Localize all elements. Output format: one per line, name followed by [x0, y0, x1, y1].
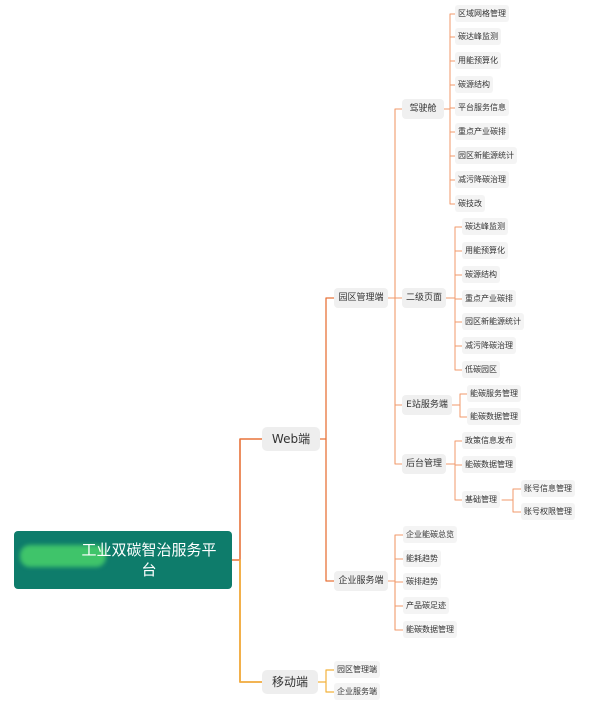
enterprise-item[interactable]: 能耗趋势	[403, 550, 441, 567]
station-item[interactable]: 能碳数据管理	[467, 408, 521, 425]
cockpit-item[interactable]: 区域网格管理	[455, 5, 509, 22]
subpage-item[interactable]: 碳达峰监测	[462, 218, 508, 235]
cockpit-item[interactable]: 园区新能源统计	[455, 147, 517, 164]
backend-item[interactable]: 政策信息发布	[462, 432, 516, 449]
backend-node[interactable]: 后台管理	[402, 454, 446, 474]
cockpit-item[interactable]: 重点产业碳排	[455, 123, 509, 140]
connector-line	[443, 13, 456, 205]
enterprise-item[interactable]: 碳排趋势	[403, 573, 441, 590]
cockpit-item[interactable]: 碳达峰监测	[455, 28, 501, 45]
subpage-item[interactable]: 减污降碳治理	[462, 337, 516, 354]
mobile-item[interactable]: 企业服务端	[334, 683, 380, 700]
park-node[interactable]: 园区管理端	[334, 288, 388, 308]
connector-line	[445, 226, 463, 371]
basic-item[interactable]: 账号信息管理	[521, 480, 575, 497]
cockpit-item[interactable]: 用能预算化	[455, 52, 501, 69]
subpage-item[interactable]: 园区新能源统计	[462, 313, 524, 330]
station-item[interactable]: 能碳服务管理	[467, 385, 521, 402]
root-label: 工业双碳智治服务平台	[81, 541, 217, 579]
subpage-item[interactable]: 重点产业碳排	[462, 290, 516, 307]
connector-line	[451, 393, 468, 418]
connector-line	[501, 488, 522, 513]
basic-node[interactable]: 基础管理	[462, 491, 500, 508]
enterprise-item[interactable]: 企业能碳总览	[403, 526, 457, 543]
web-node[interactable]: Web端	[262, 427, 320, 451]
enterprise-node[interactable]: 企业服务端	[334, 571, 388, 591]
cockpit-item[interactable]: 碳技改	[455, 195, 485, 212]
subpage-item[interactable]: 碳源结构	[462, 266, 500, 283]
enterprise-item[interactable]: 能碳数据管理	[403, 621, 457, 638]
cockpit-node[interactable]: 驾驶舱	[402, 99, 444, 119]
connector-line	[317, 669, 335, 693]
mobile-node[interactable]: 移动端	[262, 670, 318, 694]
subpage-item[interactable]: 低碳园区	[462, 361, 500, 378]
connector-line	[239, 559, 263, 683]
root-node[interactable]: 工业双碳智治服务平台	[14, 531, 232, 589]
backend-item[interactable]: 能碳数据管理	[462, 456, 516, 473]
connector-line	[445, 440, 463, 501]
cockpit-item[interactable]: 碳源结构	[455, 76, 493, 93]
connector-line	[231, 438, 263, 683]
connector-line	[387, 108, 403, 465]
station-node[interactable]: E站服务端	[402, 395, 452, 415]
subpage-item[interactable]: 用能预算化	[462, 242, 508, 259]
connector-line	[319, 297, 335, 582]
redacted-logo	[20, 545, 106, 567]
cockpit-item[interactable]: 减污降碳治理	[455, 171, 509, 188]
connector-line	[387, 534, 404, 631]
subpage-node[interactable]: 二级页面	[402, 288, 446, 308]
cockpit-item[interactable]: 平台服务信息	[455, 99, 509, 116]
basic-item[interactable]: 账号权限管理	[521, 503, 575, 520]
mobile-item[interactable]: 园区管理端	[334, 661, 380, 678]
enterprise-item[interactable]: 产品碳足迹	[403, 597, 449, 614]
